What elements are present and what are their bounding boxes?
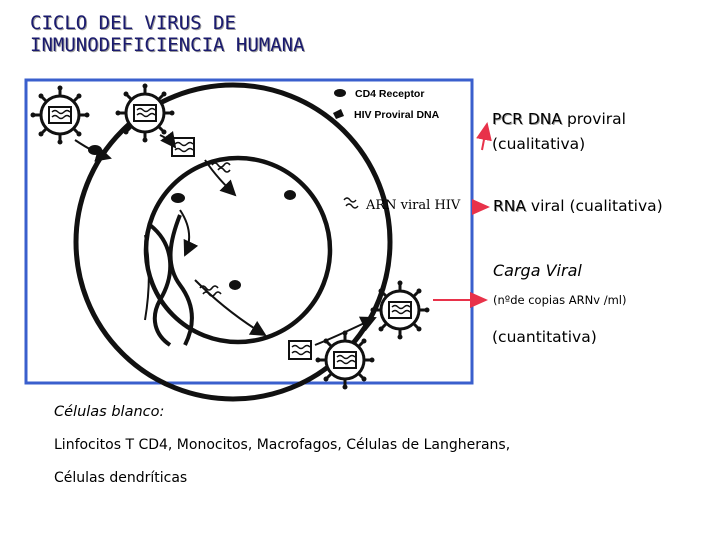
viral-rna — [199, 162, 231, 297]
cell-membrane — [73, 82, 393, 402]
title-line-2: INMUNODEFICIENCIA HUMANA — [30, 34, 305, 56]
diagram-frame — [24, 78, 474, 385]
capsid — [171, 137, 195, 157]
arrow-pcr — [476, 122, 492, 151]
legend-arn-viral: ARN viral HIV — [366, 198, 461, 213]
capsid — [288, 340, 312, 360]
virion — [369, 279, 431, 341]
nucleus-membrane — [143, 155, 333, 345]
annotation-copias: (nºde copias ARNv /ml) — [493, 293, 627, 307]
annotation-cualitativa: (cualitativa) — [492, 135, 586, 153]
cd4-receptor-symbol — [334, 89, 346, 97]
cd4-receptors — [88, 145, 296, 290]
chromosome — [144, 234, 150, 321]
virion — [114, 82, 176, 144]
annotation-cuantitativa: (cuantitativa) — [492, 328, 597, 346]
annotation-carga-viral: Carga Viral — [493, 261, 582, 280]
celulas-blanco-list-1: Linfocitos T CD4, Monocitos, Macrofagos,… — [54, 437, 511, 453]
page-title: CICLO DEL VIRUS DE INMUNODEFICIENCIA HUM… — [30, 12, 305, 56]
legend-cd4-receptor: CD4 Receptor — [355, 88, 425, 100]
virion — [314, 329, 376, 391]
chromosome — [168, 214, 194, 346]
celulas-blanco-list-2: Células dendríticas — [54, 470, 188, 486]
virion — [29, 84, 91, 146]
annotation-pcr-dna: PCR DNA proviral — [492, 110, 626, 128]
annotation-rna: RNA viral (cualitativa) — [493, 197, 663, 215]
celulas-blanco-heading: Células blanco: — [54, 404, 165, 420]
legend-hiv-proviral-dna: HIV Proviral DNA — [354, 109, 440, 121]
arn-viral-symbol — [343, 197, 359, 209]
chromosome — [148, 223, 173, 347]
cycle-arrows — [74, 130, 377, 346]
proviral-dna-symbol — [333, 109, 344, 119]
title-line-1: CICLO DEL VIRUS DE — [30, 12, 236, 34]
